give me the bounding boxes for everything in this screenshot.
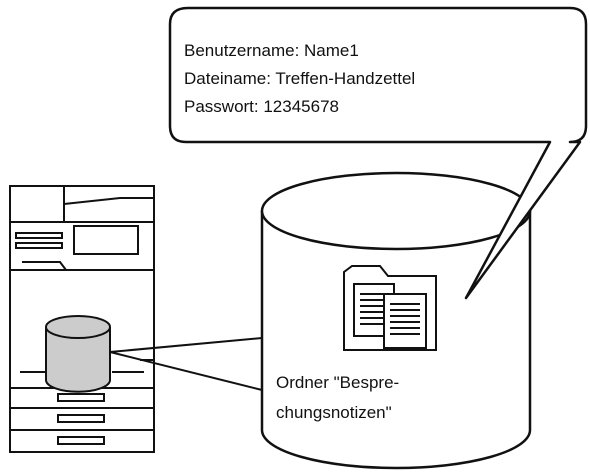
- callout-username: Benutzername: Name1: [184, 41, 359, 60]
- callout-filename: Dateiname: Treffen-Handzettel: [184, 69, 415, 88]
- folder-label-line1: Ordner "Bespre-: [276, 373, 399, 392]
- folder-with-documents-icon: [343, 265, 437, 351]
- callout-password: Passwort: 12345678: [184, 97, 339, 116]
- small-storage-cylinder-icon: [45, 315, 111, 393]
- callout-bubble: [168, 6, 588, 300]
- folder-label-line2: chungsnotizen": [276, 403, 392, 422]
- printer-icon: [9, 185, 155, 453]
- zoom-connector: [109, 337, 263, 391]
